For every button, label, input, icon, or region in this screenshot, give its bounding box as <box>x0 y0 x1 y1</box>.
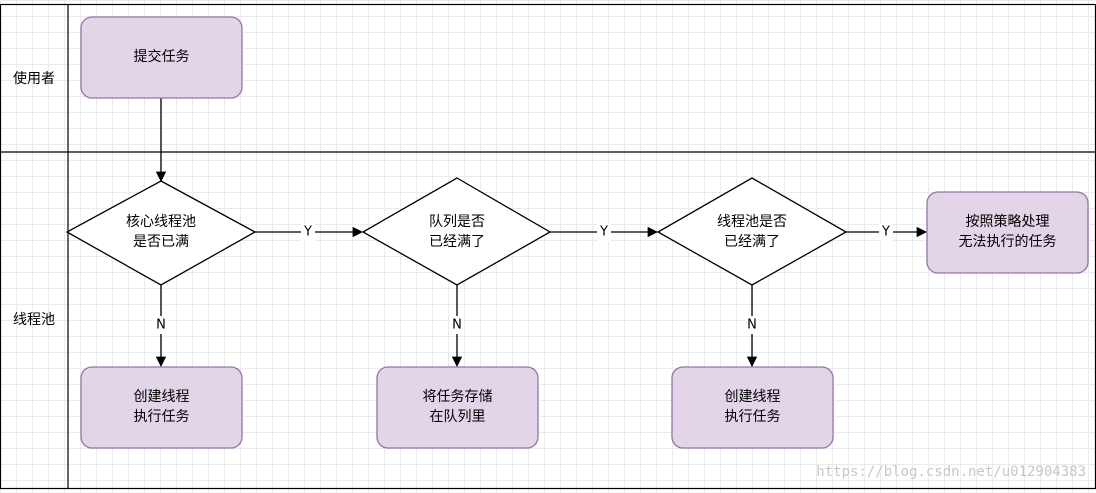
node-label: 提交任务 <box>134 48 190 65</box>
process-box <box>80 366 243 449</box>
decision-diamond <box>361 177 552 286</box>
decision-label-line1: 核心线程池 <box>126 214 196 230</box>
decision-diamond <box>65 180 257 286</box>
process-box <box>80 16 243 99</box>
lane-label-pool: 线程池 <box>13 312 55 328</box>
process-box <box>926 191 1089 274</box>
edge-label-no: N <box>452 318 462 333</box>
edges: Y Y Y N N N <box>154 98 928 368</box>
node-label-line2: 在队列里 <box>430 409 486 425</box>
edge-label-yes: Y <box>303 225 312 240</box>
node-store-in-queue[interactable]: 将任务存储 在队列里 <box>376 366 539 449</box>
decision-label-line1: 队列是否 <box>429 214 485 230</box>
edge-label-yes: Y <box>881 225 890 240</box>
node-label-line2: 执行任务 <box>134 409 190 425</box>
decision-label-line2: 是否已满 <box>133 234 189 250</box>
node-create-thread-max[interactable]: 创建线程 执行任务 <box>671 366 834 449</box>
edge-label-bg <box>597 223 611 241</box>
decision-label-line2: 已经满了 <box>724 234 780 250</box>
lane-label-user: 使用者 <box>13 70 55 87</box>
edge-label-no: N <box>747 318 757 333</box>
node-label-line1: 将任务存储 <box>423 389 493 405</box>
node-label-line1: 创建线程 <box>134 389 190 405</box>
process-box <box>671 366 834 449</box>
watermark-text: https://blog.csdn.net/u012904383 <box>816 464 1086 480</box>
edge-label-bg <box>745 316 759 334</box>
node-label-line1: 按照策略处理 <box>966 213 1050 230</box>
edge-label-bg <box>450 316 464 334</box>
node-label-line1: 创建线程 <box>725 389 781 405</box>
edge-label-bg <box>879 223 893 241</box>
edge-label-bg <box>301 223 315 241</box>
decision-core-pool-full[interactable]: 核心线程池 是否已满 <box>65 180 257 286</box>
node-rejection-policy[interactable]: 按照策略处理 无法执行的任务 <box>926 191 1089 274</box>
decision-queue-full[interactable]: 队列是否 已经满了 <box>361 177 552 286</box>
decision-diamond <box>656 177 848 286</box>
decision-label-line1: 线程池是否 <box>717 214 787 230</box>
edge-label-yes: Y <box>599 225 608 240</box>
node-label-line2: 执行任务 <box>725 409 781 425</box>
edge-label-bg <box>154 316 168 334</box>
process-box <box>376 366 539 449</box>
node-create-thread-core[interactable]: 创建线程 执行任务 <box>80 366 243 449</box>
edge-label-no: N <box>156 318 166 333</box>
node-label-line2: 无法执行的任务 <box>959 234 1057 250</box>
decision-thread-pool-full[interactable]: 线程池是否 已经满了 <box>656 177 848 286</box>
decision-label-line2: 已经满了 <box>429 234 485 250</box>
node-submit-task[interactable]: 提交任务 <box>80 16 243 99</box>
